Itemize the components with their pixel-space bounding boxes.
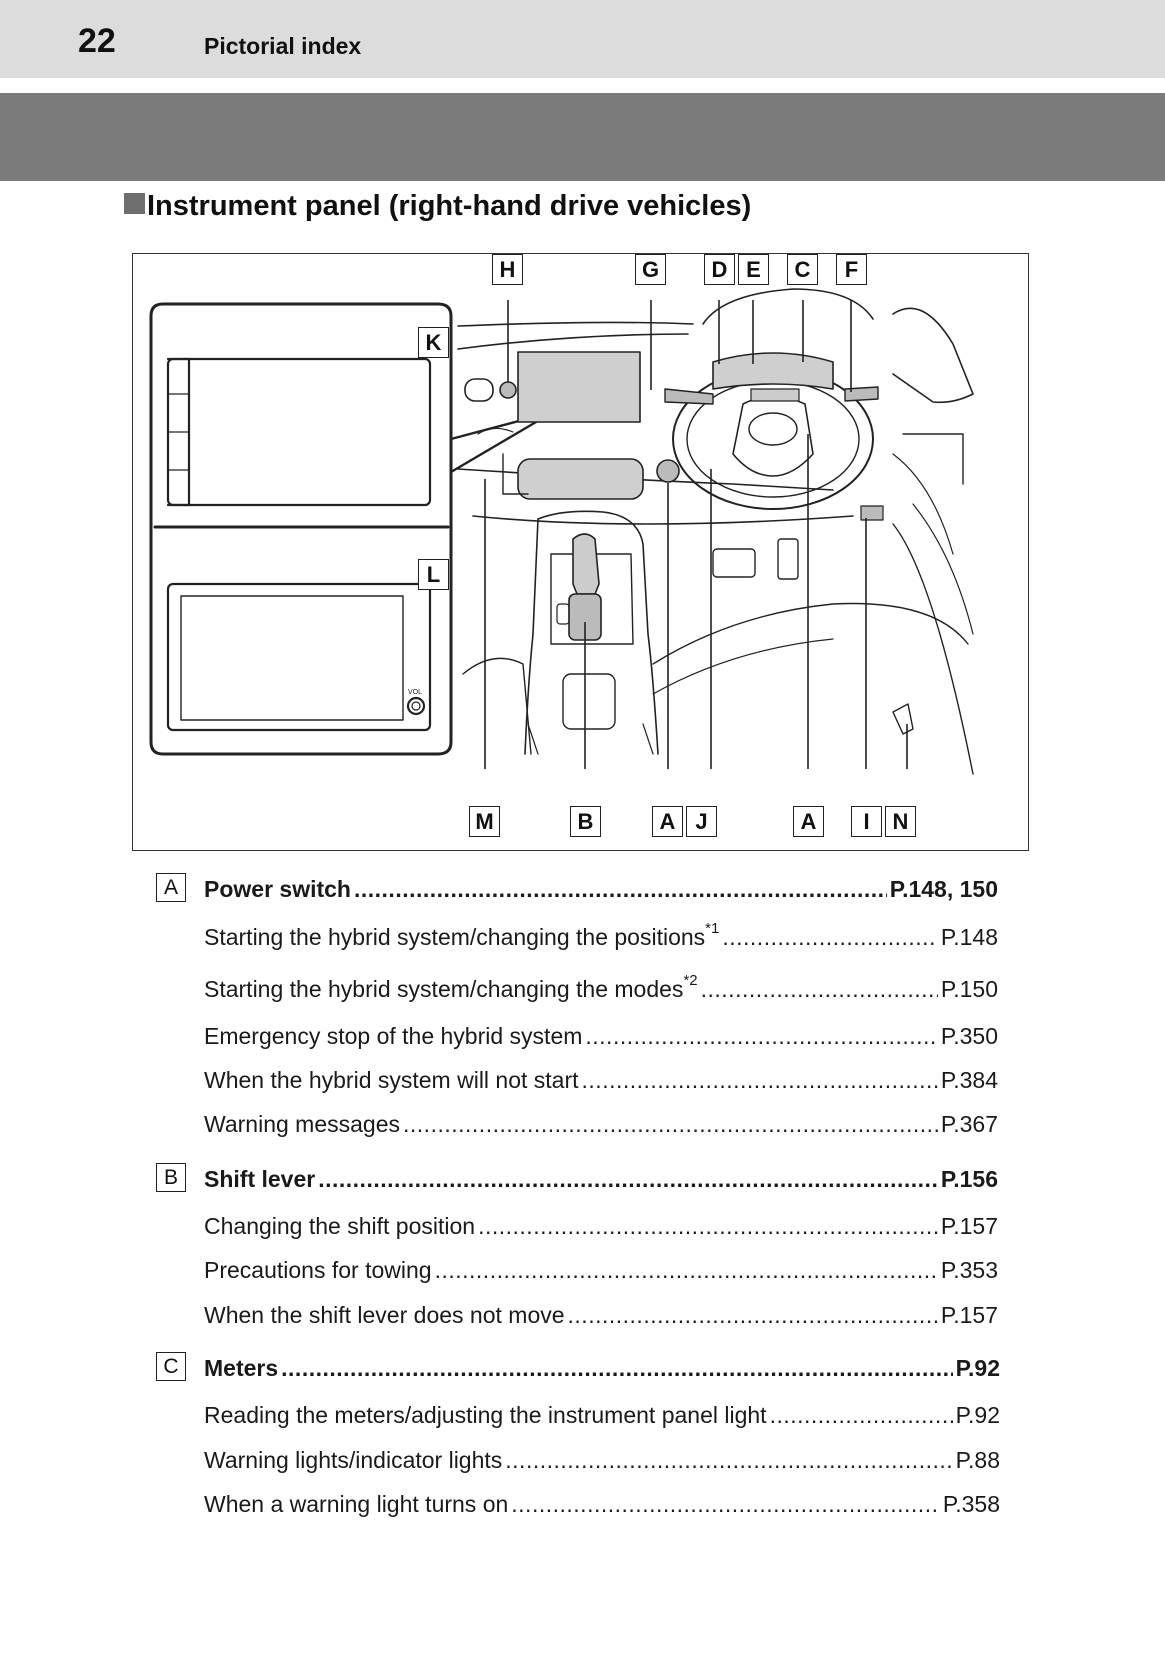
index-subentry[interactable]: Warning messages........................… <box>204 1111 998 1137</box>
callout-m: M <box>469 806 500 837</box>
entry-title: Meters <box>204 1355 279 1381</box>
index-subentry[interactable]: When the hybrid system will not start...… <box>204 1067 998 1093</box>
index-subentry[interactable]: When the shift lever does not move......… <box>204 1302 998 1328</box>
callout-j: J <box>686 806 717 837</box>
entry-page: P.148, 150 <box>889 876 998 902</box>
callout-i: I <box>851 806 882 837</box>
page-title: Pictorial index <box>204 33 362 59</box>
dashboard-illustration: VOL <box>149 288 974 775</box>
index-subentry[interactable]: When a warning light turns on...........… <box>204 1491 1000 1517</box>
entry-title: Shift lever <box>204 1166 316 1192</box>
callout-h: H <box>492 254 523 285</box>
section-heading: Instrument panel (right-hand drive vehic… <box>124 190 751 223</box>
page-header: 22 Pictorial index <box>0 0 1165 78</box>
index-subentry[interactable]: Reading the meters/adjusting the instrum… <box>204 1402 1000 1428</box>
entry-page: P.92 <box>955 1355 1000 1381</box>
index-subentry[interactable]: Precautions for towing..................… <box>204 1257 998 1283</box>
callout-b: B <box>570 806 601 837</box>
index-subentry[interactable]: Warning lights/indicator lights.........… <box>204 1447 1000 1473</box>
entry-title: Power switch <box>204 876 351 902</box>
callout-k: K <box>418 327 449 358</box>
index-entry-power-switch[interactable]: Power switch............................… <box>204 876 998 902</box>
vol-label: VOL <box>408 689 422 696</box>
section-heading-text: Instrument panel (right-hand drive vehic… <box>147 190 752 222</box>
callout-e: E <box>738 254 769 285</box>
callout-d: D <box>704 254 735 285</box>
callout-l: L <box>418 559 449 590</box>
callout-a-left: A <box>652 806 683 837</box>
page-number: 22 <box>78 22 116 60</box>
index-subentry[interactable]: Starting the hybrid system/changing the … <box>204 972 998 1002</box>
item-letter-a: A <box>156 873 186 902</box>
callout-c: C <box>787 254 818 285</box>
section-banner <box>0 93 1165 181</box>
instrument-panel-diagram: VOL H G D E C F K L M B A J A I N <box>132 253 1029 851</box>
square-bullet-icon <box>124 193 145 214</box>
callout-n: N <box>885 806 916 837</box>
item-letter-b: B <box>156 1163 186 1192</box>
index-entry-meters[interactable]: Meters..................................… <box>204 1355 1000 1381</box>
item-letter-c: C <box>156 1352 186 1381</box>
callout-g: G <box>635 254 666 285</box>
index-subentry[interactable]: Changing the shift position.............… <box>204 1213 998 1239</box>
entry-page: P.156 <box>940 1166 998 1192</box>
callout-a-right: A <box>793 806 824 837</box>
index-subentry[interactable]: Starting the hybrid system/changing the … <box>204 920 998 950</box>
index-subentry[interactable]: Emergency stop of the hybrid system.....… <box>204 1023 998 1049</box>
index-entry-shift-lever[interactable]: Shift lever.............................… <box>204 1166 998 1192</box>
callout-f: F <box>836 254 867 285</box>
